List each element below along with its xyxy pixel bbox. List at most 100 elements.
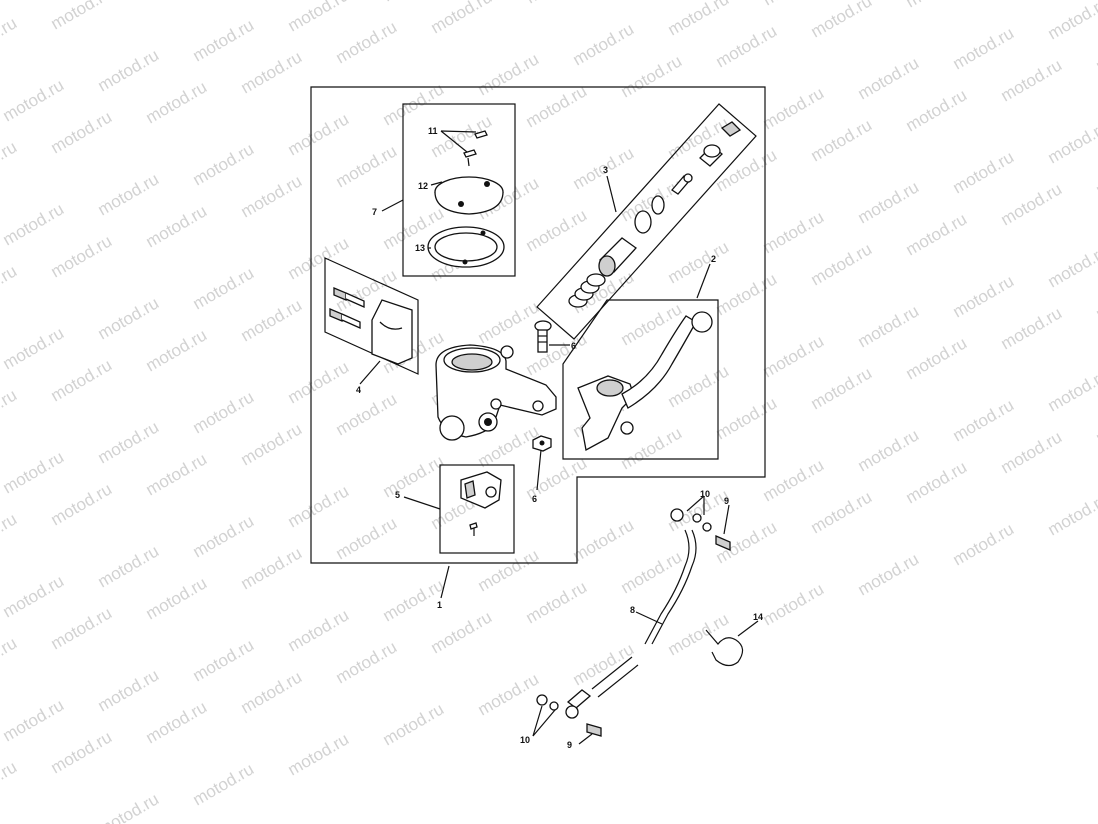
callout-2: 2 (711, 254, 716, 264)
watermark-text: motod.ru (380, 0, 448, 5)
watermark-text: motod.ru (48, 107, 116, 157)
watermark-text: motod.ru (903, 457, 971, 507)
callout-9-lower: 9 (567, 740, 572, 750)
watermark-text: motod.ru (48, 355, 116, 405)
watermark-text: motod.ru (95, 293, 163, 343)
watermark-text: motod.ru (523, 0, 591, 7)
watermark-text: motod.ru (285, 233, 353, 283)
lower-banjo-fitting (536, 694, 602, 737)
watermark-text: motod.ru (48, 603, 116, 653)
watermark-text: motod.ru (95, 541, 163, 591)
watermark-text: motod.ru (0, 447, 67, 497)
watermark-text: motod.ru (0, 137, 20, 187)
watermark-text: motod.ru (523, 577, 591, 627)
watermark-text: motod.ru (855, 177, 923, 227)
watermark-text: motod.ru (760, 83, 828, 133)
watermark-text: motod.ru (190, 139, 258, 189)
cover-screw (463, 130, 488, 167)
watermark-text: motod.ru (998, 55, 1066, 105)
watermark-text: motod.ru (475, 49, 543, 99)
watermark-text: motod.ru (285, 109, 353, 159)
watermark-text: motod.ru (48, 727, 116, 777)
pivot-nut (532, 435, 552, 452)
watermark-text: motod.ru (238, 47, 306, 97)
watermark-text: motod.ru (0, 385, 20, 435)
watermark-text: motod.ru (713, 269, 781, 319)
callout-12: 12 (418, 181, 428, 191)
callout-14: 14 (753, 612, 763, 622)
watermark-text: motod.ru (855, 53, 923, 103)
watermark-text: motod.ru (190, 759, 258, 809)
watermark-text: motod.ru (523, 329, 591, 379)
callout-10-upper: 10 (700, 489, 710, 499)
callout-labels: 1 2 3 4 5 6 6 7 8 9 9 10 10 11 12 13 14 (356, 126, 763, 750)
watermark-text: motod.ru (0, 633, 20, 683)
watermark-text: motod.ru (48, 231, 116, 281)
watermark-text: motod.ru (855, 549, 923, 599)
watermark-text: motod.ru (808, 487, 876, 537)
watermark-text: motod.ru (475, 669, 543, 719)
watermark-text: motod.ru (998, 303, 1066, 353)
watermark-text: motod.ru (665, 113, 733, 163)
watermark-text: motod.ru (428, 0, 496, 37)
watermark-text: motod.ru (428, 607, 496, 657)
callout-6-nut: 6 (532, 494, 537, 504)
watermark-text: motod.ru (950, 271, 1018, 321)
watermark-text: motod.ru (95, 45, 163, 95)
watermark-text: motod.ru (713, 393, 781, 443)
handlebar-clamp (371, 299, 413, 365)
watermark-text: motod.ru (760, 331, 828, 381)
watermark-text: motod.ru (855, 425, 923, 475)
watermark-text: motod.ru (903, 333, 971, 383)
callout-8: 8 (630, 605, 635, 615)
watermark-text: motod.ru (618, 51, 686, 101)
watermark-text: motod.ru (143, 77, 211, 127)
watermark-text: motod.ru (428, 111, 496, 161)
watermark-text: motod.ru (238, 667, 306, 717)
diaphragm-gasket (427, 226, 505, 268)
watermark-text: motod.ru (998, 427, 1066, 477)
callout-6-pivot-bolt: 6 (571, 341, 576, 351)
watermark-text: motod.ru (713, 145, 781, 195)
brake-lever (577, 311, 713, 452)
watermark-text: motod.ru (855, 301, 923, 351)
watermark-text: motod.ru (190, 387, 258, 437)
watermark-text: motod.ru (903, 0, 971, 11)
watermark-text: motod.ru (998, 179, 1066, 229)
callout-1: 1 (437, 600, 442, 610)
clamp-box (324, 257, 419, 375)
watermark-text: motod.ru (665, 237, 733, 287)
watermark-text: motod.ru (238, 171, 306, 221)
watermark-text: motod.ru (760, 455, 828, 505)
callout-3: 3 (603, 165, 608, 175)
watermark-text: motod.ru (190, 15, 258, 65)
watermark-text: motod.ru (95, 417, 163, 467)
watermark-text: motod.ru (808, 239, 876, 289)
watermark-text: motod.ru (95, 789, 163, 824)
watermark-text: motod.ru (48, 0, 116, 33)
watermark-text: motod.ru (190, 511, 258, 561)
watermark-text: motod.ru (0, 571, 67, 621)
watermark-text: motod.ru (1045, 489, 1098, 539)
watermark-text: motod.ru (618, 175, 686, 225)
watermark-text: motod.ru (333, 141, 401, 191)
pivot-bolt (534, 320, 552, 353)
watermark-text: motod.ru (143, 325, 211, 375)
watermark-text: motod.ru (808, 363, 876, 413)
callout-10-lower: 10 (520, 735, 530, 745)
watermark-text: motod.ru (0, 75, 67, 125)
watermark-text: motod.ru (1093, 149, 1098, 199)
watermark-text: motod.ru (950, 519, 1018, 569)
callout-11: 11 (428, 126, 438, 136)
watermark-text: motod.ru (285, 481, 353, 531)
callout-13: 13 (415, 243, 425, 253)
watermark-text: motod.ru (95, 665, 163, 715)
brake-hose (566, 529, 697, 709)
watermark-text: motod.ru (333, 17, 401, 67)
callout-9-upper: 9 (724, 496, 729, 506)
watermark-text: motod.ru (143, 0, 211, 3)
watermark-text: motod.ru (95, 169, 163, 219)
watermark-text: motod.ru (1093, 273, 1098, 323)
watermark-text: motod.ru (665, 609, 733, 659)
watermark-text: motod.ru (238, 295, 306, 345)
